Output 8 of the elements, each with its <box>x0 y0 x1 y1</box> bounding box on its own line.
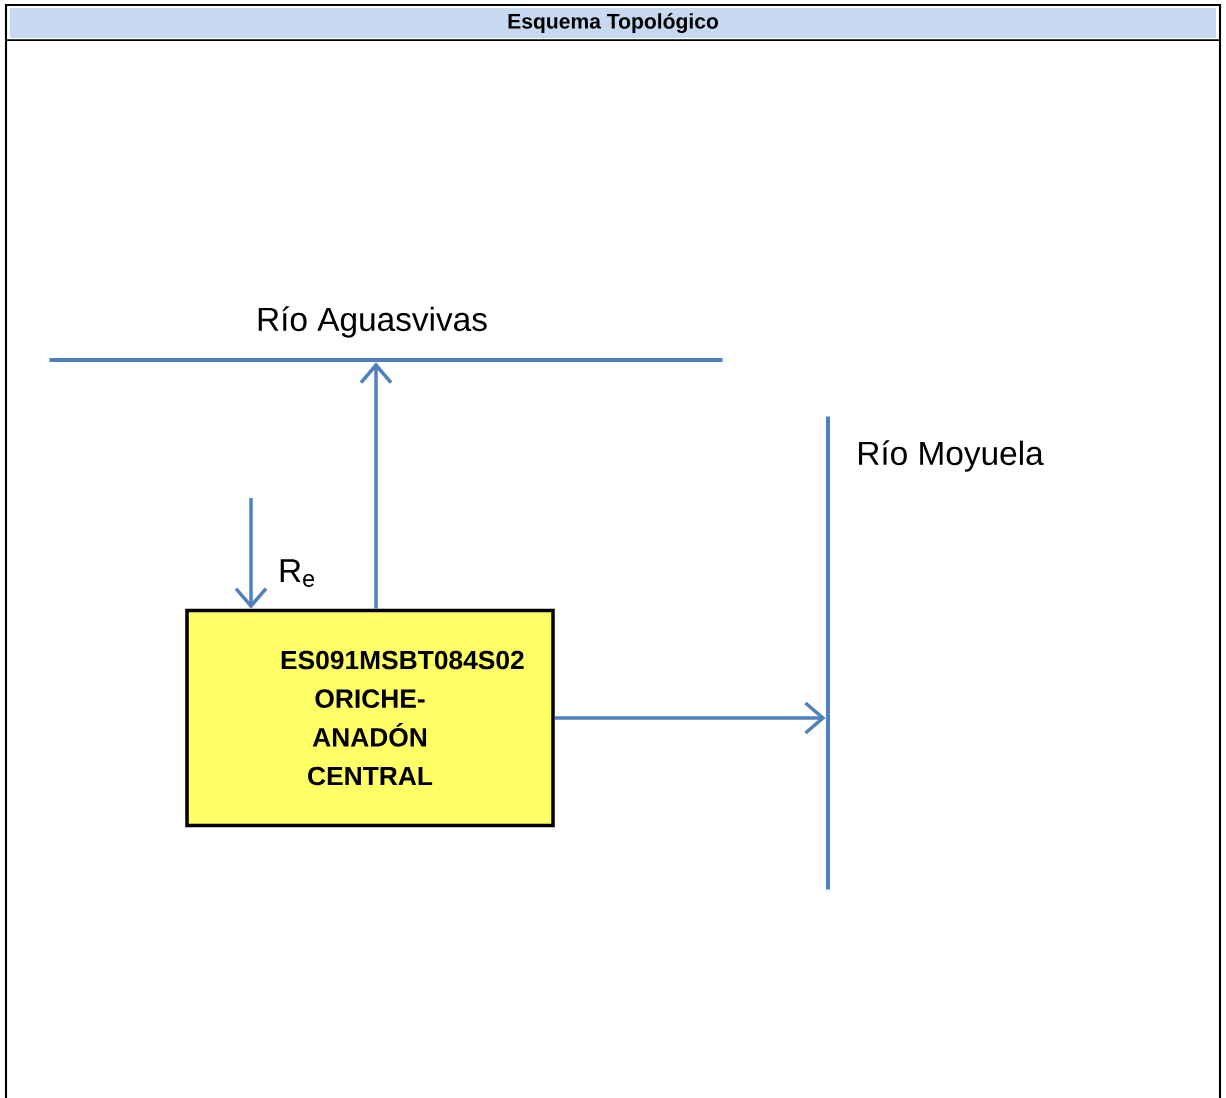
edge-label: R$_{e}$ <box>276 557 318 589</box>
arrow <box>234 498 268 609</box>
arrow <box>359 362 393 609</box>
water-body-box: ES091MSBT084S02 ORICHE-ANADÓN CENTRAL <box>185 608 555 828</box>
river-line: Río Aguasvivas <box>49 306 723 362</box>
river-line: Río Moyuela <box>826 416 1044 890</box>
arrow <box>554 701 826 735</box>
title-bar: Esquema Topológico <box>10 8 1216 38</box>
